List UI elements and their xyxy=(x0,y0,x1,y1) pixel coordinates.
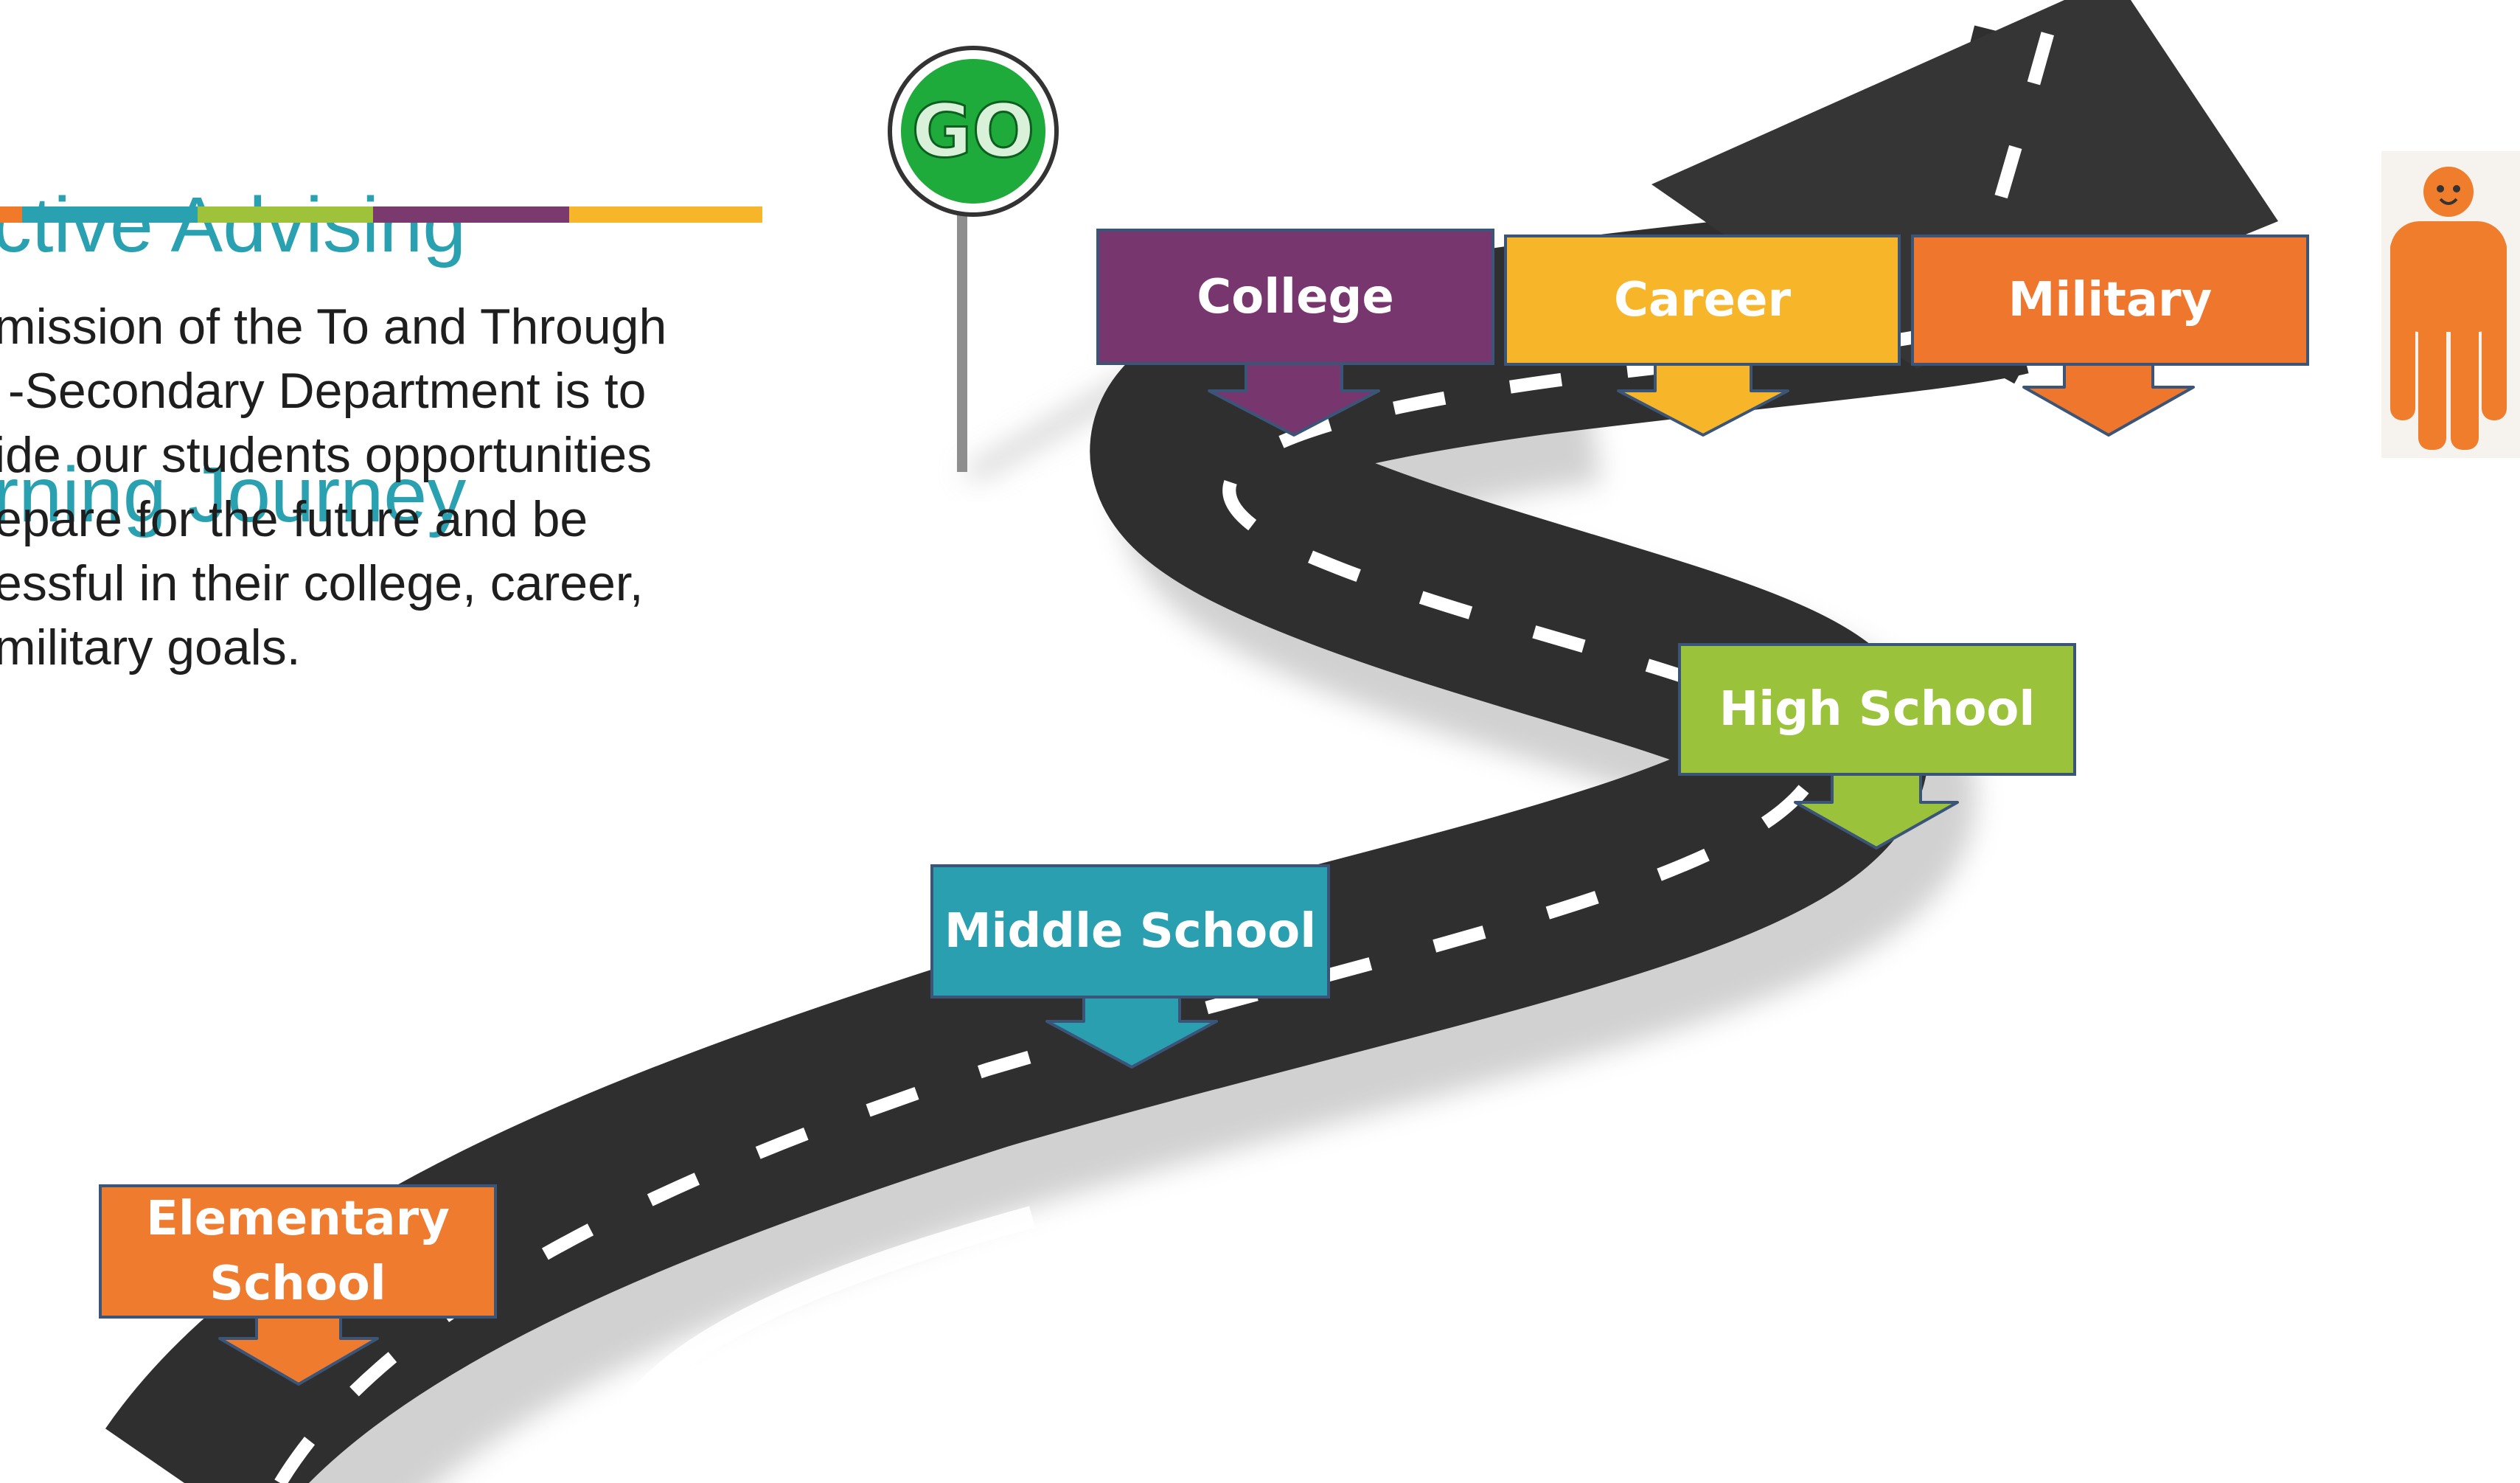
stage-middle-school-label: Middle School xyxy=(944,904,1317,959)
college-pointer xyxy=(1208,360,1380,437)
stage-military-label: Military xyxy=(2008,273,2213,327)
stage-elementary-label-line-2: School xyxy=(209,1257,386,1311)
road-edge-highlight xyxy=(594,1206,1035,1483)
career-pointer xyxy=(1617,360,1789,437)
mission-line-3: ide our students opportunities xyxy=(0,427,652,483)
road-center-dashes xyxy=(274,0,2064,1483)
sign-post xyxy=(957,214,967,472)
stripe-green xyxy=(198,206,373,223)
mission-line-4: epare for the future and be xyxy=(0,491,588,547)
mission-line-1: mission of the To and Through xyxy=(0,299,667,355)
sign-disc xyxy=(901,59,1045,204)
stage-college: College xyxy=(1096,229,1494,365)
stage-elementary-school: Elementary School xyxy=(99,1184,497,1319)
high-school-pointer xyxy=(1794,771,1959,850)
mission-statement: mission of the To and Through -Secondary… xyxy=(0,295,731,680)
color-stripe-divider xyxy=(0,206,762,223)
stage-college-label: College xyxy=(1197,269,1394,324)
stage-career-label: Career xyxy=(1613,273,1792,327)
stripe-orange xyxy=(0,206,22,223)
title-line-2: rning Journey xyxy=(0,451,467,538)
mission-line-5: essful in their college, career, xyxy=(0,555,644,611)
mission-line-2: -Secondary Department is to xyxy=(0,363,647,419)
stage-high-school: High School xyxy=(1678,643,2076,776)
stage-career: Career xyxy=(1504,235,1901,366)
sign-text: GO xyxy=(911,88,1034,174)
middle-school-pointer xyxy=(1045,994,1218,1069)
stripe-teal xyxy=(22,206,198,223)
stripe-purple xyxy=(373,206,569,223)
stage-military: Military xyxy=(1911,235,2309,366)
mission-line-6: military goals. xyxy=(0,619,301,675)
military-pointer xyxy=(2022,360,2195,437)
stage-elementary-label-line-1: Elementary xyxy=(146,1192,450,1246)
stage-middle-school: Middle School xyxy=(930,864,1330,998)
page-title: ctive Advising rning Journey xyxy=(0,0,466,630)
title-line-1: ctive Advising xyxy=(0,181,467,268)
stage-high-school-label: High School xyxy=(1719,682,2036,737)
person-icon xyxy=(2390,167,2507,450)
elementary-pointer xyxy=(218,1315,379,1386)
stripe-yellow xyxy=(569,206,762,223)
